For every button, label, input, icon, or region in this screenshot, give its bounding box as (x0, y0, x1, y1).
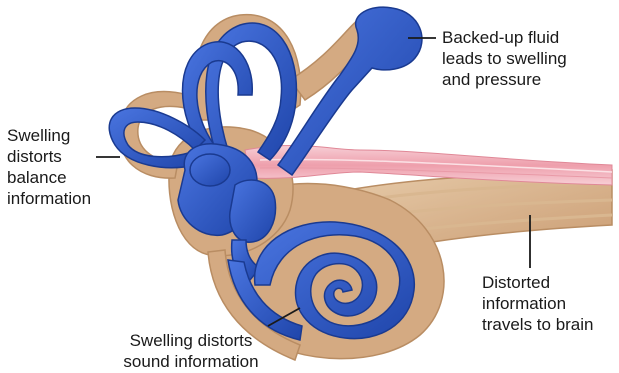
label-balance-information: Swelling distorts balance information (7, 125, 127, 209)
label-backed-up-fluid: Backed-up fluid leads to swelling and pr… (442, 27, 618, 90)
label-travels-to-brain: Distorted information travels to brain (482, 272, 618, 335)
label-sound-information: Swelling distorts sound information (96, 330, 286, 372)
